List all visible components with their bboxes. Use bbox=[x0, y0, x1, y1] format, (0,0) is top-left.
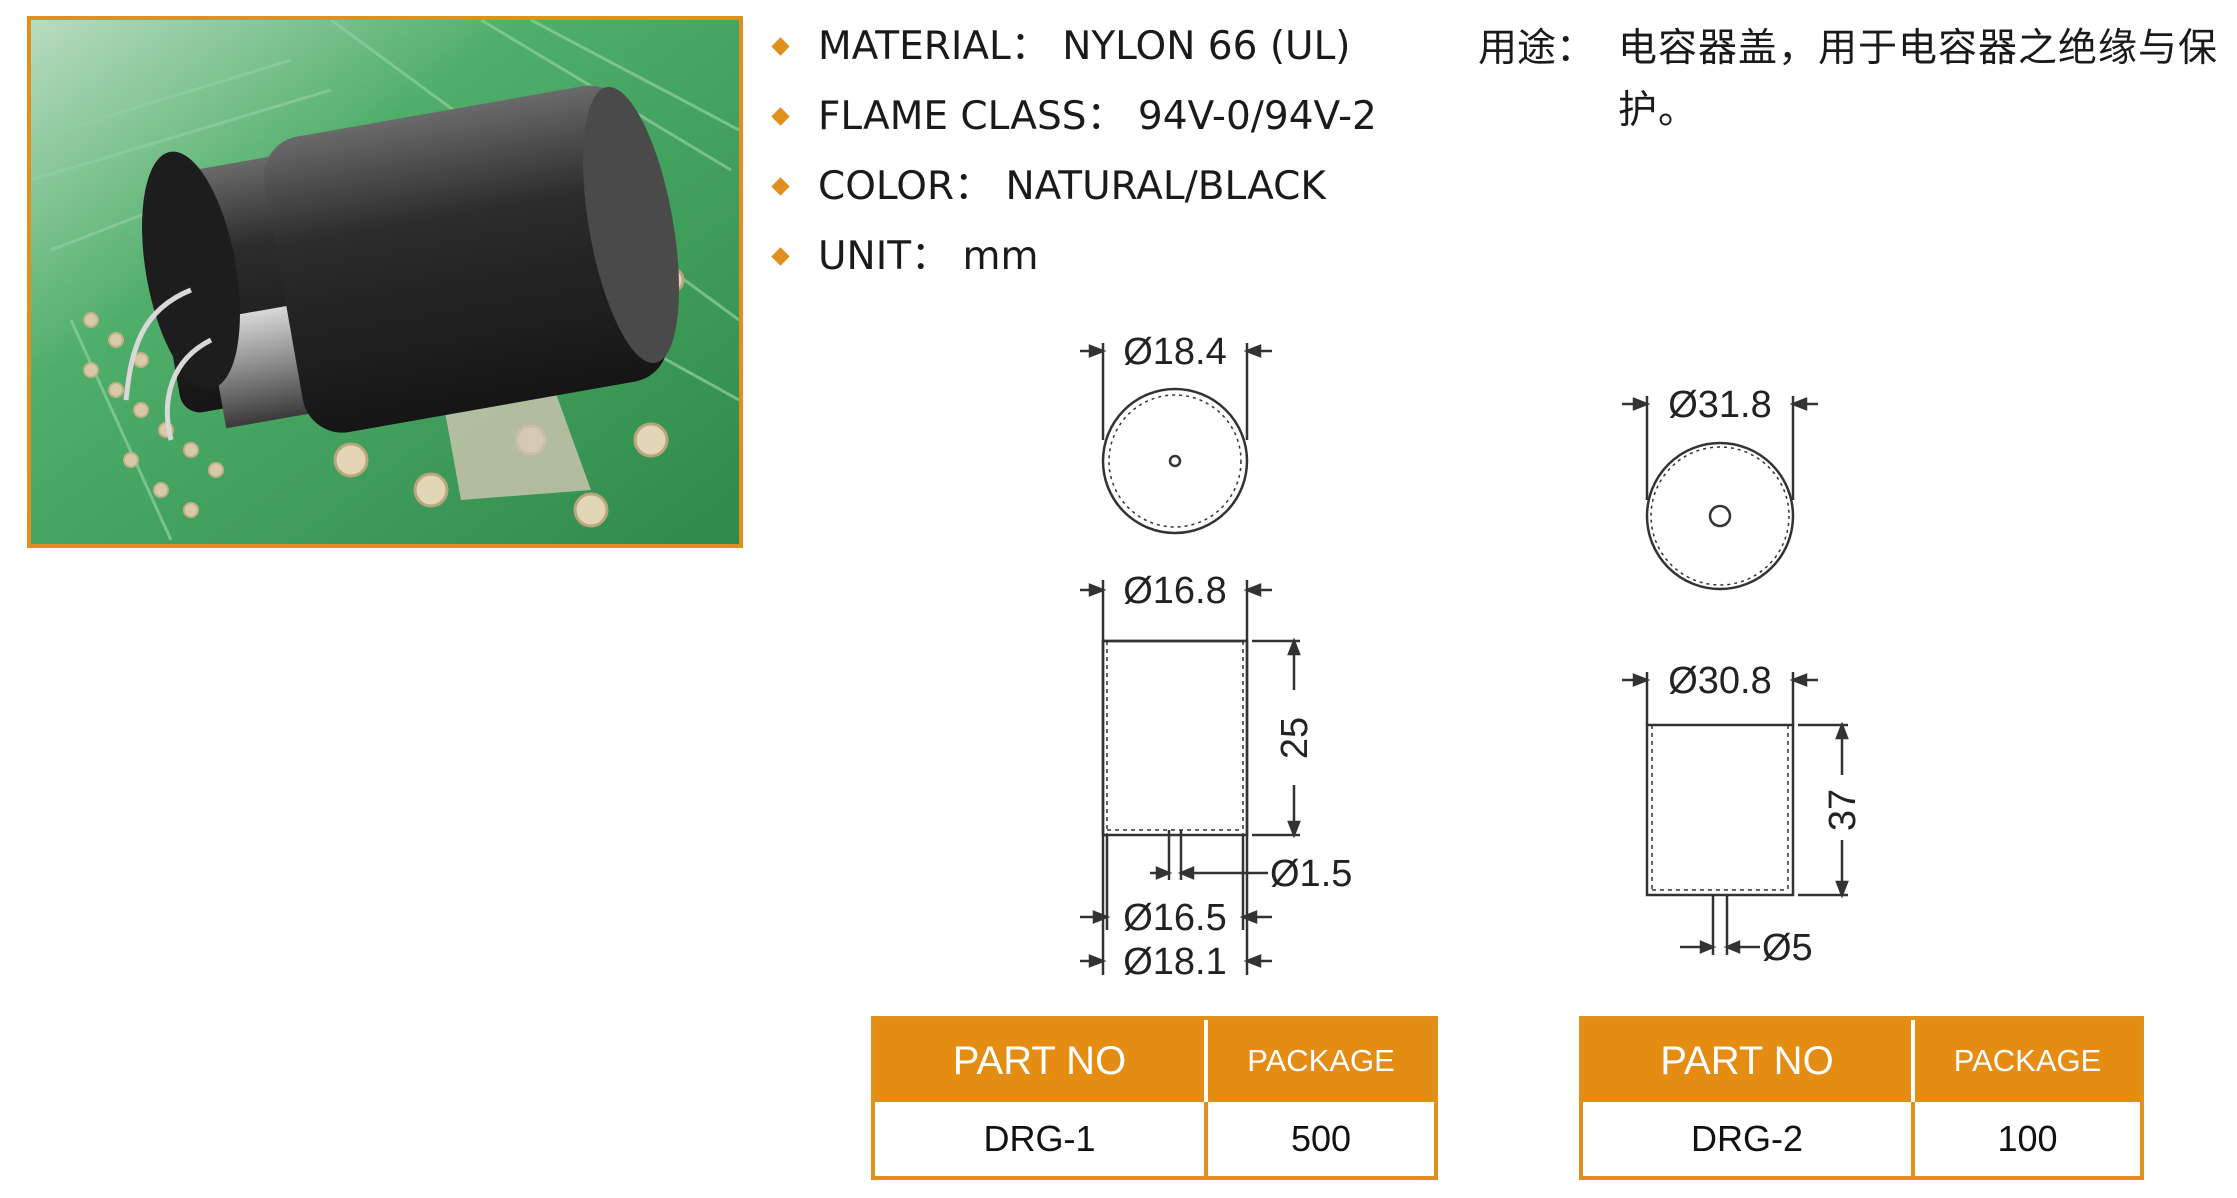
drg2-top-diameter-label: Ø31.8 bbox=[1668, 384, 1772, 426]
drg1-hole-diameter-label: Ø1.5 bbox=[1270, 853, 1352, 895]
drg1-height-label: 25 bbox=[1274, 717, 1316, 759]
spec-label: COLOR： bbox=[818, 164, 994, 209]
drg2-height-label: 37 bbox=[1822, 789, 1864, 831]
drg1-top-diameter-label: Ø18.4 bbox=[1123, 331, 1227, 373]
drg1-inner-diameter-label: Ø16.5 bbox=[1123, 897, 1227, 939]
spec-unit: UNIT： mm bbox=[768, 232, 1377, 302]
spec-label: MATERIAL： bbox=[818, 24, 1050, 69]
package-header: PACKAGE bbox=[1911, 1020, 2140, 1102]
drg2-side-view bbox=[1622, 672, 1849, 955]
spec-value: 94V-0/94V-2 bbox=[1137, 94, 1377, 139]
spec-label: UNIT： bbox=[818, 234, 951, 279]
spec-list: MATERIAL： NYLON 66 (UL) FLAME CLASS： 94V… bbox=[768, 22, 1377, 302]
product-photo bbox=[27, 16, 743, 548]
spec-flame-class: FLAME CLASS： 94V-0/94V-2 bbox=[768, 92, 1377, 162]
drg1-part-table: PART NO PACKAGE DRG-1 500 bbox=[871, 1016, 1438, 1180]
part-no-header: PART NO bbox=[1583, 1020, 1911, 1102]
drg1-body-diameter-label: Ø16.8 bbox=[1123, 570, 1227, 612]
drg2-part-table: PART NO PACKAGE DRG-2 100 bbox=[1579, 1016, 2144, 1180]
spec-value: NATURAL/BLACK bbox=[1005, 164, 1326, 209]
drg2-top-view bbox=[1622, 396, 1818, 591]
drg1-side-view bbox=[1080, 580, 1301, 975]
spec-label: FLAME CLASS： bbox=[818, 94, 1126, 139]
drg1-top-view bbox=[1080, 343, 1272, 535]
part-no-value: DRG-1 bbox=[983, 1118, 1096, 1159]
spec-value: NYLON 66 (UL) bbox=[1062, 24, 1351, 69]
drg2-hole-diameter-label: Ø5 bbox=[1762, 927, 1813, 969]
usage-text: 电容器盖，用于电容器之绝缘与保护。 bbox=[1618, 26, 2219, 133]
package-value: 500 bbox=[1204, 1102, 1434, 1176]
package-header: PACKAGE bbox=[1204, 1020, 1434, 1102]
drg1-outer-diameter-label: Ø18.1 bbox=[1123, 941, 1227, 983]
package-value: 100 bbox=[1911, 1102, 2140, 1176]
usage-label: 用途： bbox=[1478, 26, 1596, 71]
capacitor-cover-photo bbox=[31, 20, 739, 544]
part-no-header: PART NO bbox=[875, 1020, 1204, 1102]
drg2-body-diameter-label: Ø30.8 bbox=[1668, 660, 1772, 702]
spec-material: MATERIAL： NYLON 66 (UL) bbox=[768, 22, 1377, 92]
spec-value: mm bbox=[962, 234, 1039, 279]
part-no-value: DRG-2 bbox=[1690, 1118, 1803, 1159]
spec-color: COLOR： NATURAL/BLACK bbox=[768, 162, 1377, 232]
